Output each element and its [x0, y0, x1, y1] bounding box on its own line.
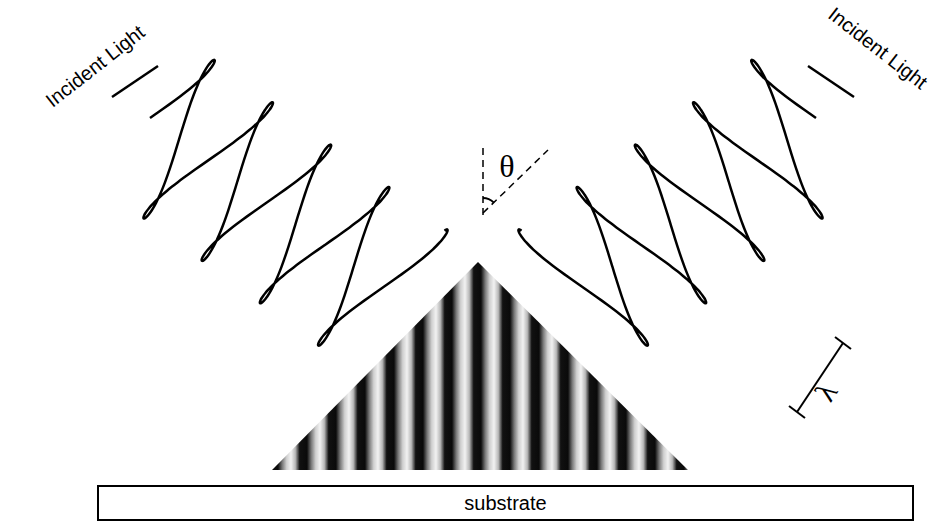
wave-lead [112, 66, 158, 97]
wavelength-symbol: λ [809, 378, 842, 407]
node-label: substrate [464, 492, 546, 515]
bracket-tick [835, 337, 851, 349]
light-label: Incident Light [825, 3, 931, 92]
wave-lead [808, 66, 854, 97]
wavelength-bracket [797, 343, 843, 412]
incidence-line [483, 150, 548, 213]
bracket-tick [789, 406, 805, 418]
light-waves [143, 60, 822, 346]
substrate-box: substrate [97, 485, 914, 521]
angle-symbol: θ [499, 150, 514, 182]
light-wave [143, 60, 447, 346]
grating-prism [272, 262, 688, 470]
angle-arc [483, 198, 494, 202]
light-label: Incident Light [42, 21, 148, 110]
normal-line [482, 148, 484, 215]
light-wave [518, 60, 822, 346]
